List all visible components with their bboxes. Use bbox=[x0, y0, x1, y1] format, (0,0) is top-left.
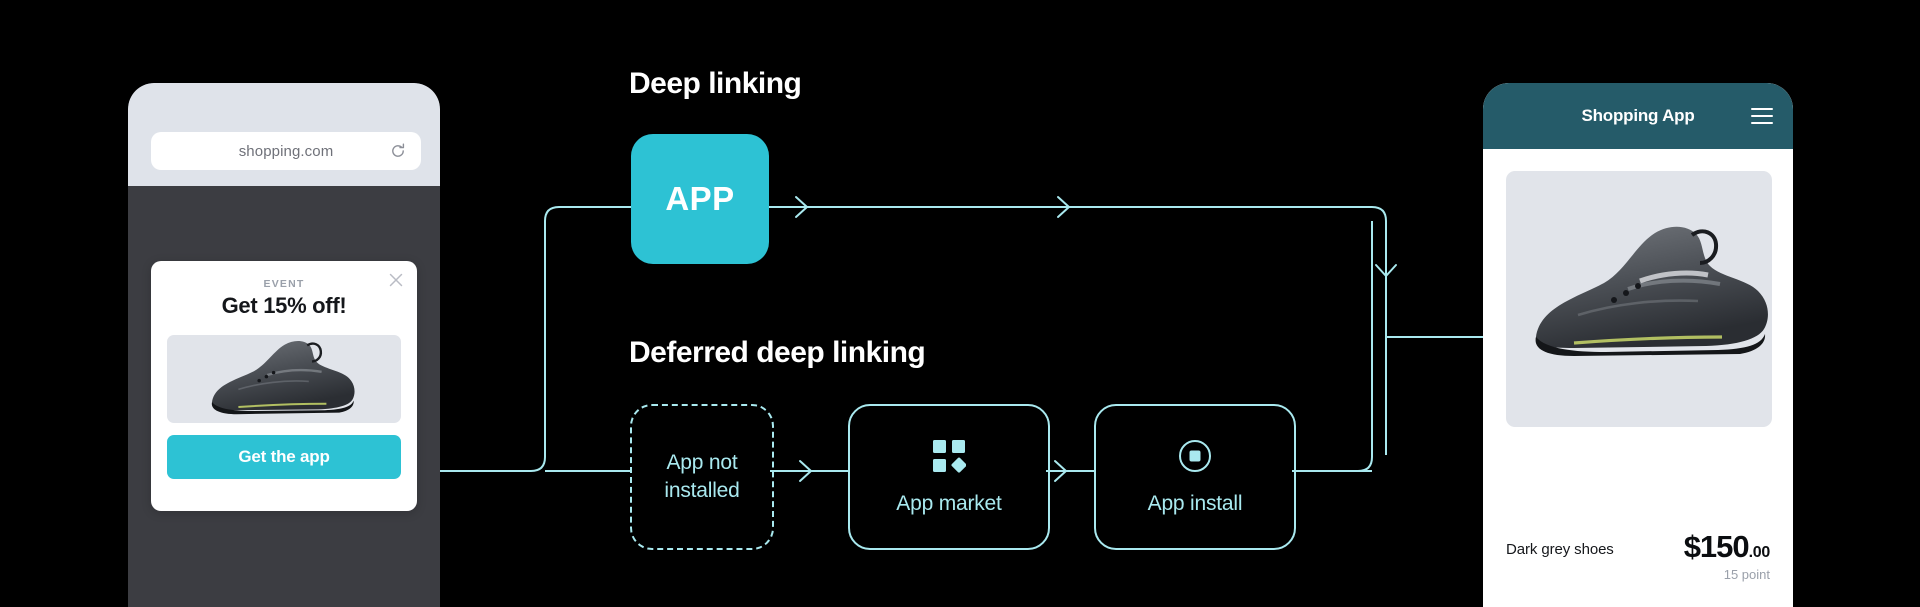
chevron-right-icon bbox=[1057, 196, 1070, 218]
hamburger-menu-icon[interactable] bbox=[1751, 108, 1773, 124]
node-app-not-installed[interactable]: App not installed bbox=[630, 404, 774, 550]
app-install-circle-icon bbox=[1178, 439, 1212, 478]
node-label: App market bbox=[896, 491, 1002, 515]
node-label-line2: installed bbox=[664, 479, 740, 502]
app-box[interactable]: APP bbox=[631, 134, 769, 264]
app-header-bar: Shopping App bbox=[1483, 83, 1793, 149]
browser-chrome-bar: shopping.com bbox=[128, 83, 440, 186]
promo-popup-card: EVENT Get 15% off! bbox=[151, 261, 417, 511]
app-title: Shopping App bbox=[1581, 106, 1695, 125]
chevron-right-icon bbox=[795, 196, 808, 218]
chevron-right-icon bbox=[799, 460, 812, 482]
price-block: $150.00 15 point bbox=[1683, 529, 1771, 582]
deferred-deep-linking-section-title: Deferred deep linking bbox=[629, 336, 926, 369]
refresh-icon[interactable] bbox=[389, 142, 407, 160]
url-text: shopping.com bbox=[238, 142, 334, 160]
chevron-down-icon bbox=[1375, 264, 1397, 277]
url-bar[interactable]: shopping.com bbox=[151, 132, 421, 170]
product-name: Dark grey shoes bbox=[1506, 541, 1614, 558]
price-amount: $150 bbox=[1683, 529, 1750, 564]
chevron-right-icon bbox=[1054, 460, 1067, 482]
get-the-app-button[interactable]: Get the app bbox=[167, 435, 401, 479]
promo-product-image bbox=[167, 335, 401, 423]
node-label: App install bbox=[1147, 491, 1243, 515]
app-grid-icon bbox=[932, 439, 967, 478]
price-cents: .00 bbox=[1748, 544, 1771, 561]
promo-title: Get 15% off! bbox=[221, 293, 347, 318]
node-app-market[interactable]: App market bbox=[848, 404, 1050, 550]
price-points: 15 point bbox=[1723, 567, 1770, 582]
product-image bbox=[1506, 171, 1772, 427]
node-label-line1: App not bbox=[666, 450, 738, 474]
node-app-install[interactable]: App install bbox=[1094, 404, 1296, 550]
left-phone-browser: shopping.com EVENT Get 15% off! bbox=[128, 83, 440, 607]
deep-linking-section-title: Deep linking bbox=[629, 67, 802, 100]
right-phone-app: Shopping App bbox=[1483, 83, 1793, 607]
close-icon[interactable] bbox=[387, 271, 405, 289]
promo-eyebrow-label: EVENT bbox=[263, 278, 305, 290]
